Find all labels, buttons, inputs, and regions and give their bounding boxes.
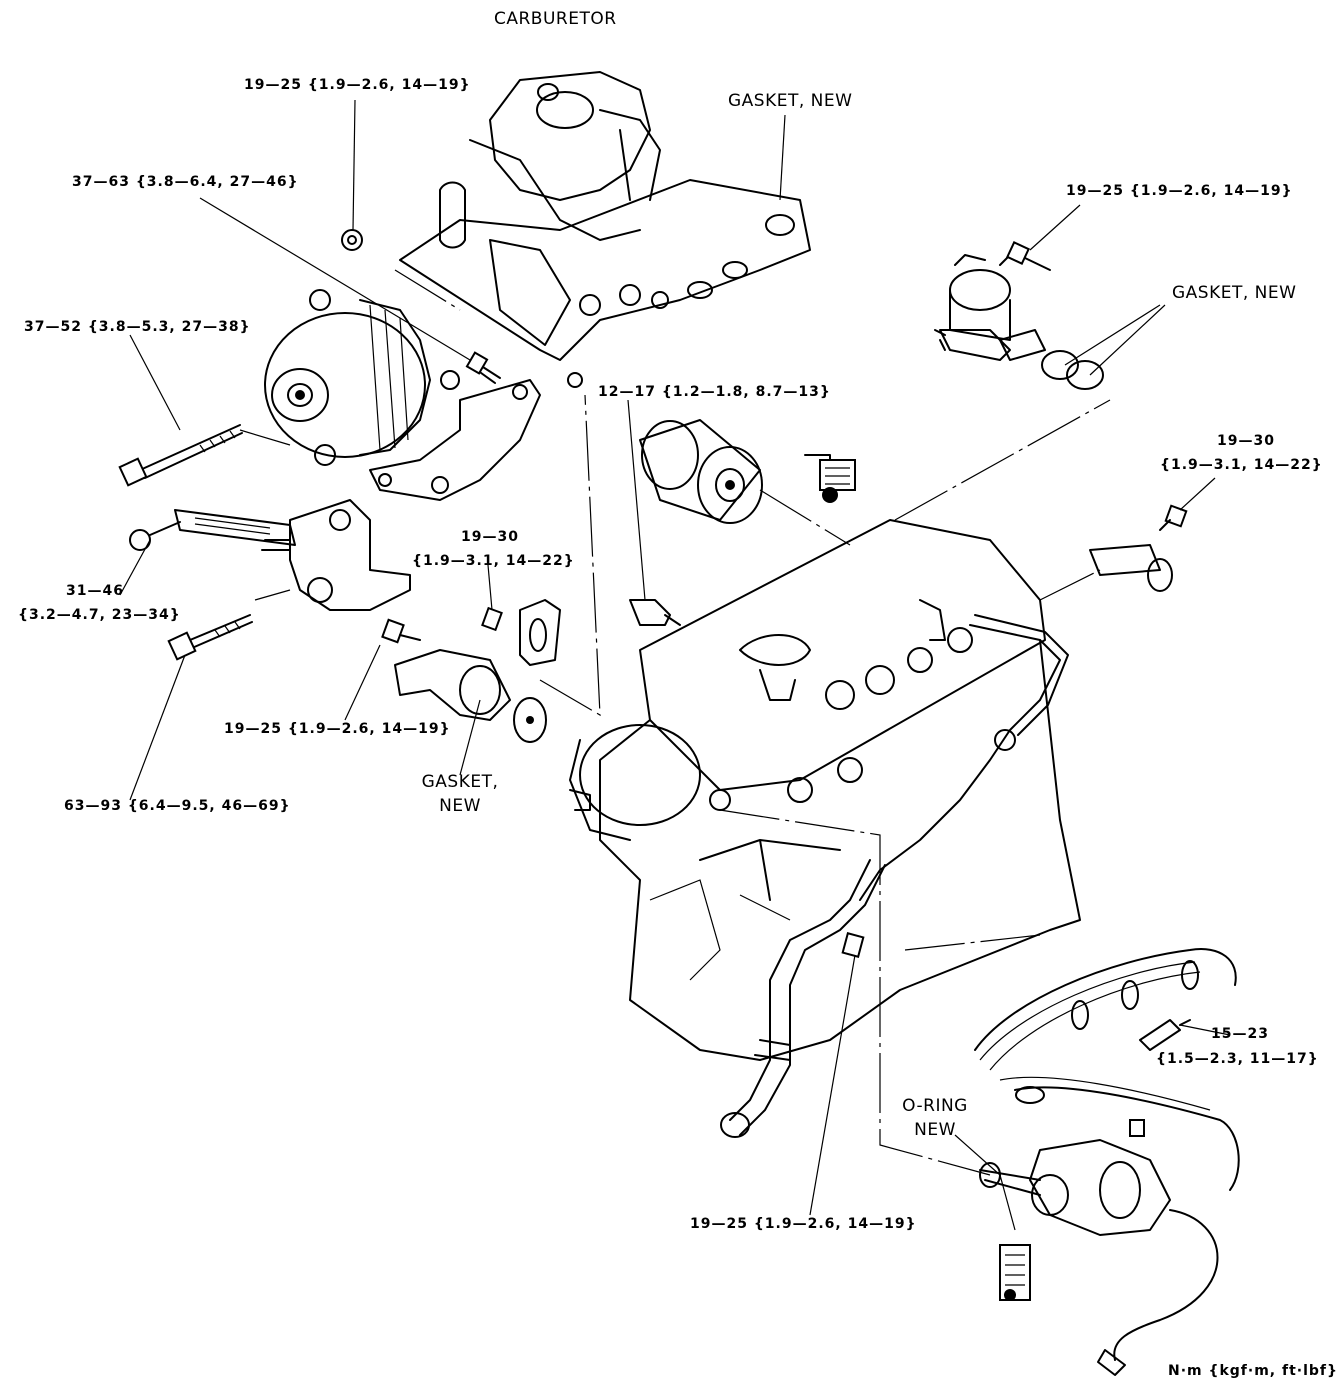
leader-lines xyxy=(119,99,1231,1231)
thermostat-bolt-torque-units: {1.9—3.1, 14—22} xyxy=(412,553,575,569)
carburetor-gasket-label: GASKET, NEW xyxy=(728,91,853,111)
distributor xyxy=(979,1119,1219,1376)
engine-block xyxy=(599,639,1081,1061)
distributor-lubricate-icon xyxy=(999,1244,1031,1301)
alternator-upper-bolt xyxy=(465,351,501,384)
thermostat-bolt-torque-value: 19—30 xyxy=(461,529,519,545)
alternator xyxy=(264,289,460,466)
water-outlet-housing xyxy=(394,649,511,721)
carburetor-title: CARBURETOR xyxy=(494,9,617,29)
oil-switch-torque-label: 12—17 {1.2—1.8, 8.7—13} xyxy=(598,384,831,400)
water-inlet-bolt-torque-label: 19—25 {1.9—2.6, 14—19} xyxy=(690,1216,917,1232)
tensioner-bolt-torque-value: 31—46 xyxy=(66,583,124,599)
fuel-pump-bolt-torque-label: 19—25 {1.9—2.6, 14—19} xyxy=(1066,183,1293,199)
water-pump-housing xyxy=(261,499,411,611)
torque-units-legend: N·m {kgf·m, ft·lbf} xyxy=(1168,1363,1338,1379)
water-outlet-gasket-label-line2: NEW xyxy=(439,796,481,816)
alternator-bracket xyxy=(369,379,541,501)
bracket-bolt-torque-units: {1.9—3.1, 14—22} xyxy=(1160,457,1323,473)
spark-plug-torque-units: {1.5—2.3, 11—17} xyxy=(1156,1051,1319,1067)
fuel-pump-bolt xyxy=(1006,241,1051,271)
tensioner-bolt-torque-units: {3.2—4.7, 23—34} xyxy=(18,607,181,623)
cylinder-head xyxy=(639,519,1046,791)
carburetor-assembly xyxy=(399,71,811,388)
oil-filter xyxy=(639,419,763,524)
long-bolt-torque-label: 63—93 {6.4—9.5, 46—69} xyxy=(64,798,291,814)
carburetor-nut-torque-label: 19—25 {1.9—2.6, 14—19} xyxy=(244,77,471,93)
spark-plug xyxy=(1139,1019,1191,1051)
carburetor-nut xyxy=(341,229,363,251)
water-outlet-bolt-torque-label: 19—25 {1.9—2.6, 14—19} xyxy=(224,721,451,737)
water-inlet-pipe xyxy=(720,859,886,1138)
heater-pipe-bracket xyxy=(1089,544,1173,592)
alternator-upper-bolt-torque-label: 37—63 {3.8—6.4, 27—46} xyxy=(72,174,299,190)
water-outlet-bolt xyxy=(381,618,421,644)
alternator-bolt-torque-label: 37—52 {3.8—5.3, 27—38} xyxy=(24,319,251,335)
water-outlet-gasket-label-line1: GASKET, xyxy=(421,772,499,792)
thermostat-gasket xyxy=(519,599,561,666)
timing-cover xyxy=(569,724,701,841)
spark-plug-wires xyxy=(974,948,1240,1191)
belt-adjuster-bar xyxy=(129,509,296,551)
thermostat xyxy=(513,697,547,743)
alternator-mounting-bolt xyxy=(118,424,243,487)
fuel-pump-gaskets xyxy=(999,329,1104,390)
spark-plug-torque-value: 15—23 xyxy=(1211,1026,1269,1042)
thermostat-bolt xyxy=(481,606,503,632)
oring-label-line2: NEW xyxy=(914,1120,956,1140)
fuel-pump-gasket-label: GASKET, NEW xyxy=(1172,283,1297,303)
tensioner-bolt xyxy=(167,614,253,661)
fuel-pump xyxy=(934,254,1011,361)
oil-filter-lubricate-icon xyxy=(804,454,856,503)
water-inlet-bolt xyxy=(841,932,865,958)
oil-pressure-switch xyxy=(629,599,681,626)
water-bypass-pipe xyxy=(859,614,1069,901)
bracket-bolt xyxy=(1159,504,1188,531)
oring-label-line1: O-RING xyxy=(902,1096,968,1116)
bracket-bolt-torque-value: 19—30 xyxy=(1217,433,1275,449)
